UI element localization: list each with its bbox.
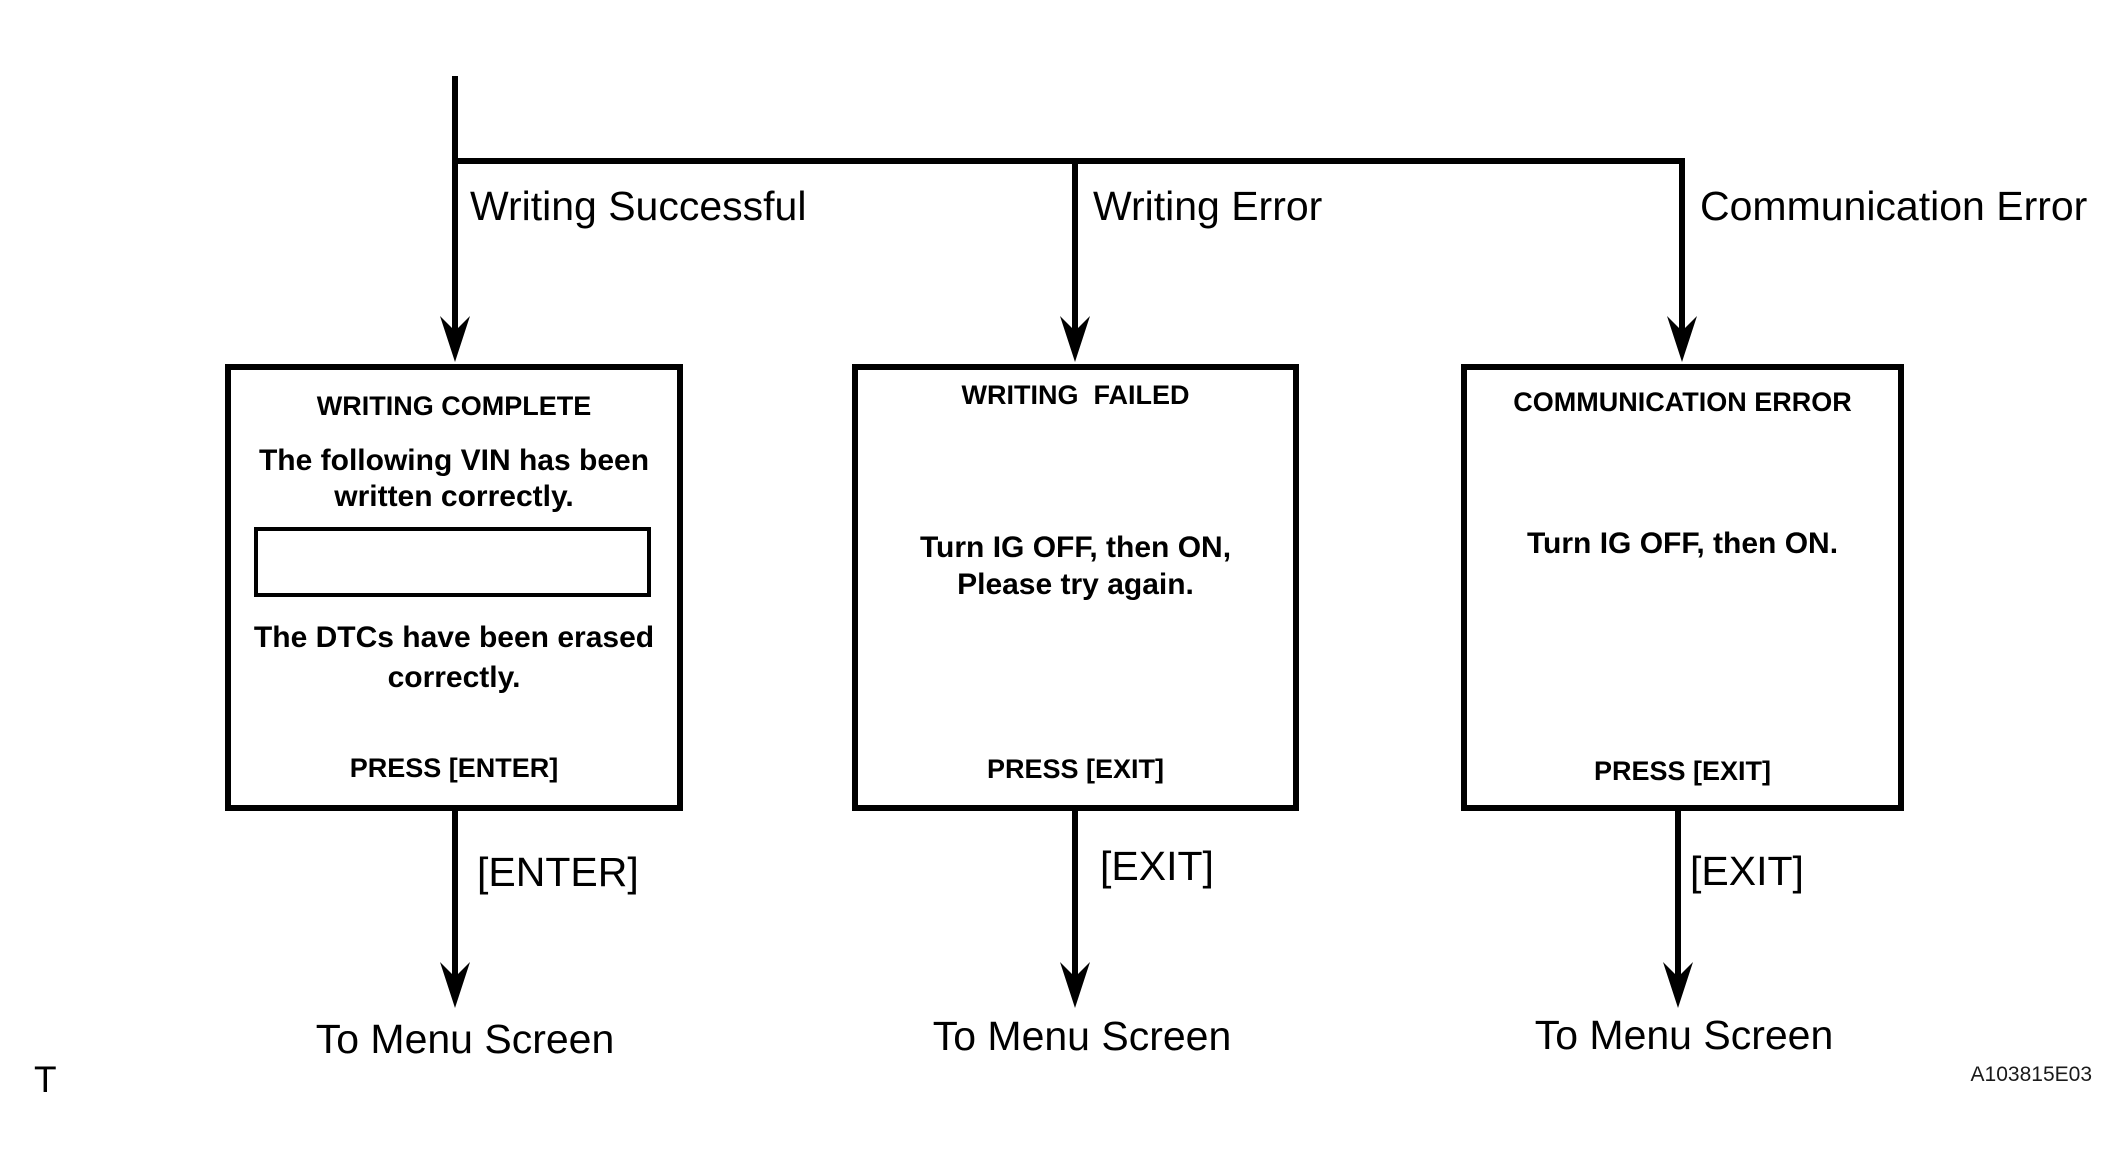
exit-line [1072,811,1078,979]
arrow-down-icon [440,962,470,1008]
footer-left-label: T [34,1059,57,1100]
arrow-down-icon [1667,316,1697,362]
branch3-line [1679,158,1685,332]
screen-message-line: correctly. [387,661,521,694]
screen-title: COMMUNICATION ERROR [1513,387,1852,417]
screen-box-communication-error: COMMUNICATION ERROR Turn IG OFF, then ON… [1461,364,1904,811]
destination-label: To Menu Screen [932,1013,1232,1059]
screen-box-writing-complete: WRITING COMPLETE The following VIN has b… [225,364,683,811]
press-instruction: PRESS [EXIT] [1593,756,1772,786]
condition-label-communication-error: Communication Error [1700,183,2088,229]
arrow-down-icon [440,316,470,362]
screen-message-line: The DTCs have been erased [253,621,655,654]
condition-label-writing-successful: Writing Successful [470,183,807,229]
figure-code: A103815E03 [1970,1063,2092,1086]
screen-title: WRITING FAILED [961,380,1190,410]
condition-label-writing-error: Writing Error [1093,183,1323,229]
arrow-down-icon [1060,962,1090,1008]
press-instruction: PRESS [EXIT] [986,754,1165,784]
screen-box-writing-failed: WRITING FAILED Turn IG OFF, then ON, Ple… [852,364,1299,811]
press-instruction: PRESS [ENTER] [349,753,559,783]
screen-message-line: Turn IG OFF, then ON, [919,531,1232,564]
screen-message-line: written correctly. [334,480,574,513]
exit-line [452,811,458,979]
stem-line [452,76,458,332]
key-label-enter: [ENTER] [477,849,639,895]
branch2-line [1072,158,1078,332]
arrow-down-icon [1060,316,1090,362]
screen-message-line: The following VIN has been [258,444,650,477]
key-label-exit: [EXIT] [1100,843,1214,889]
destination-label: To Menu Screen [315,1016,615,1062]
arrow-down-icon [1663,962,1693,1008]
key-label-exit: [EXIT] [1690,848,1804,894]
destination-label: To Menu Screen [1534,1012,1834,1058]
screen-message-line: Please try again. [957,568,1194,601]
screen-message-line: Turn IG OFF, then ON. [1526,527,1839,560]
vin-field [254,527,651,597]
branch-horizontal-line [452,158,1685,164]
screen-title: WRITING COMPLETE [316,391,592,421]
exit-line [1675,811,1681,979]
